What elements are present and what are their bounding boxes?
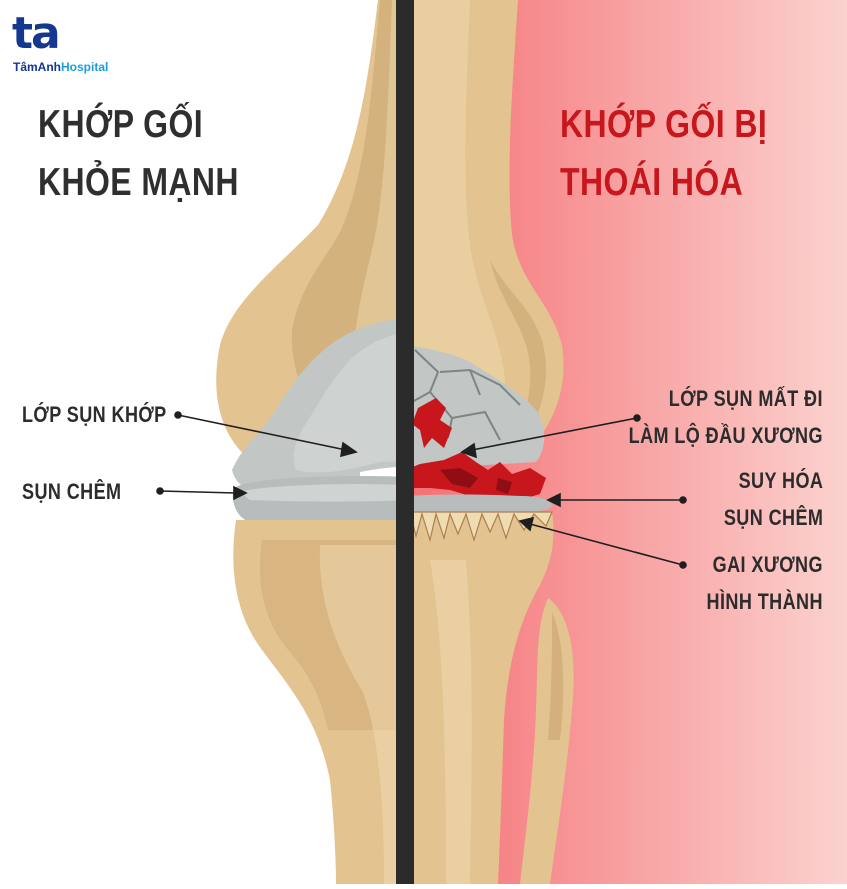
healthy-title-line1: KHỚP GỐI: [38, 103, 204, 146]
label-degenerated-meniscus: SUY HÓA SỤN CHÊM: [723, 462, 823, 536]
healthy-title-line2: KHỎE MẠNH: [38, 161, 239, 204]
degenerated-knee: [405, 0, 574, 884]
label-articular-cartilage: LỚP SỤN KHỚP: [22, 402, 167, 427]
pointer-lines: [156, 411, 687, 569]
hospital-logo: ta: [12, 8, 61, 59]
label-bone-spurs-line1: GAI XƯƠNG: [712, 552, 823, 577]
bone-spurs: [409, 511, 553, 543]
degenerated-meniscus: [405, 494, 552, 512]
hospital-name: TâmAnhHospital: [13, 60, 108, 74]
label-lost-cartilage-line2: LÀM LỘ ĐẦU XƯƠNG: [628, 423, 823, 448]
hospital-name-part2: Hospital: [61, 60, 109, 74]
degenerated-title-line2: THOÁI HÓA: [560, 161, 744, 204]
healthy-knee: [216, 0, 405, 884]
label-lost-cartilage-line1: LỚP SỤN MẤT ĐI: [668, 386, 823, 411]
label-bone-spurs-line2: HÌNH THÀNH: [706, 589, 823, 614]
hospital-name-part1: TâmAnh: [13, 60, 61, 74]
center-divider: [396, 0, 414, 884]
degenerated-femur: [405, 0, 564, 460]
label-degenerated-meniscus-line2: SỤN CHÊM: [723, 505, 823, 530]
label-bone-spurs: GAI XƯƠNG HÌNH THÀNH: [707, 546, 823, 620]
degenerated-title-line1: KHỚP GỐI BỊ: [560, 103, 768, 146]
healthy-knee-title: KHỚP GỐI KHỎE MẠNH: [38, 96, 239, 212]
label-lost-cartilage: LỚP SỤN MẤT ĐI LÀM LỘ ĐẦU XƯƠNG: [629, 380, 823, 454]
exposed-bone-upper: [412, 398, 452, 448]
label-degenerated-meniscus-line1: SUY HÓA: [738, 468, 823, 493]
degenerated-knee-title: KHỚP GỐI BỊ THOÁI HÓA: [560, 96, 767, 212]
label-meniscus: SỤN CHÊM: [22, 479, 122, 504]
